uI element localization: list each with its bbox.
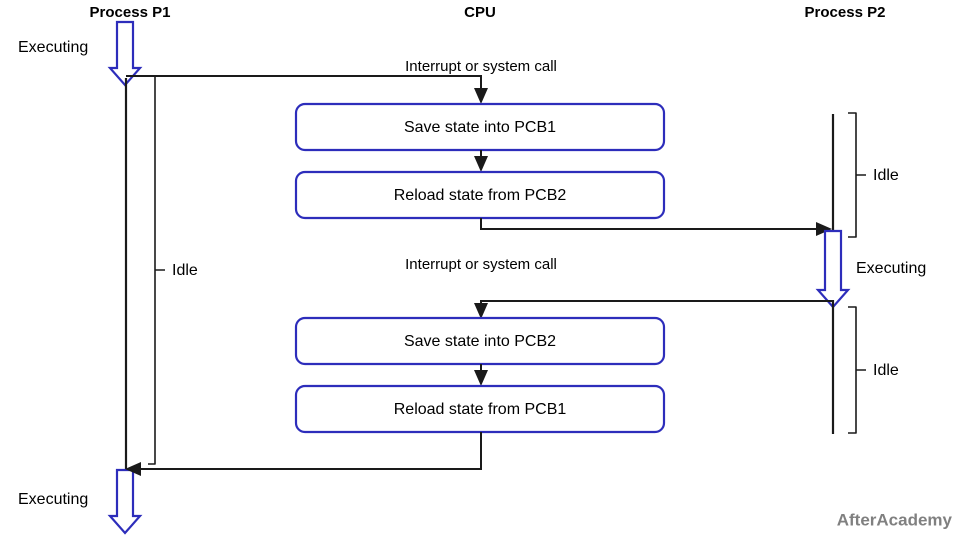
cpu-box-label-save-pcb1: Save state into PCB1 — [404, 119, 556, 136]
event-label-2: Interrupt or system call — [405, 256, 557, 273]
cpu-box-label-reload-pcb2: Reload state from PCB2 — [394, 187, 567, 204]
arrowhead-into-save-pcb2 — [474, 303, 488, 319]
p2-idle-bracket-bottom — [848, 306, 866, 434]
arrowhead-into-p2 — [816, 222, 832, 236]
flow-cpu-to-p1-return — [136, 432, 482, 470]
event-label-1: Interrupt or system call — [405, 58, 557, 75]
p2-idle-label-top: Idle — [873, 167, 899, 184]
arrowhead-into-reload-pcb2 — [474, 156, 488, 172]
p2-idle-label-bottom: Idle — [873, 362, 899, 379]
flow-cpu-to-p2 — [480, 218, 822, 230]
p1-executing-label-bottom: Executing — [18, 491, 88, 508]
flow-p1-to-cpu-1 — [126, 75, 482, 94]
p2-idle-bracket-top — [848, 112, 866, 238]
p1-idle-bracket — [148, 75, 165, 465]
p1-executing-arrow-bottom — [107, 468, 143, 535]
p2-executing-label: Executing — [856, 260, 926, 277]
cpu-box-label-reload-pcb1: Reload state from PCB1 — [394, 401, 567, 418]
flow-p2-to-cpu-2 — [480, 300, 833, 309]
watermark-afteracademy: AfterAcademy — [837, 510, 953, 529]
arrowhead-into-reload-pcb1 — [474, 370, 488, 386]
column-header-process-p2: Process P2 — [805, 4, 886, 21]
cpu-box-label-save-pcb2: Save state into PCB2 — [404, 333, 556, 350]
arrowhead-into-save-pcb1 — [474, 88, 488, 104]
arrowhead-into-p1 — [125, 462, 141, 476]
p1-executing-label-top: Executing — [18, 39, 88, 56]
p2-executing-arrow — [815, 229, 851, 309]
column-header-process-p1: Process P1 — [90, 4, 171, 21]
column-header-cpu: CPU — [464, 4, 496, 21]
p1-idle-label: Idle — [172, 262, 198, 279]
